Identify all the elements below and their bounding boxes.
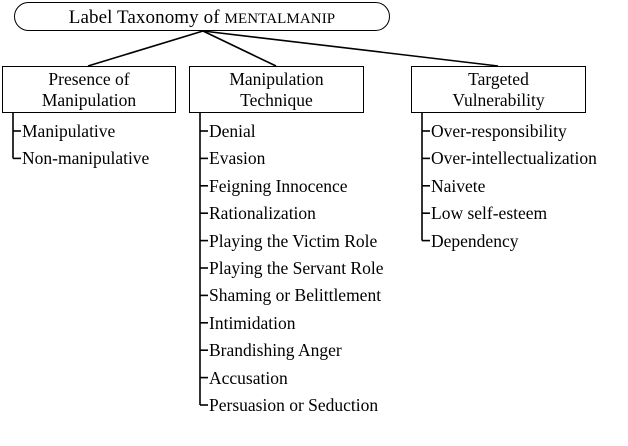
edge-root-to-col-2 [202,30,499,67]
leaf-label: Rationalization [209,203,316,224]
root-node: Label Taxonomy of MentalManip [14,2,390,31]
leaf-label: Intimidation [209,312,296,333]
category-title-line-1: Presence of [48,68,130,89]
category-title-line-2: Vulnerability [452,89,545,110]
leaf-label: Low self-esteem [431,203,548,224]
root-fanout-lines [87,30,499,67]
leaf-label: Playing the Servant Role [209,258,384,278]
category-box-presence-of-manipulation: Presence of Manipulation [2,66,176,113]
category-title-line-2: Manipulation [41,89,137,110]
leaf-label: Over-intellectualization [431,148,597,169]
leaf-label: Persuasion or Seduction [209,395,379,415]
category-title-line-1: Targeted [468,68,529,89]
leaf-label: Brandishing Anger [209,340,342,361]
category-box-targeted-vulnerability: Targeted Vulnerability [411,66,586,113]
root-title-prefix: Label Taxonomy of [68,7,225,28]
leaf-label: Manipulative [22,121,116,141]
category-title-line-2: Technique [240,89,313,110]
leaf-label: Feigning Innocence [209,175,348,196]
edge-root-to-col-0 [87,30,204,67]
category-title-line-1: Manipulation [229,68,324,89]
leaf-label: Non-manipulative [22,148,150,169]
root-title: Label Taxonomy of MentalManip [68,4,336,28]
leaf-label: Denial [209,121,256,141]
leaf-label: Evasion [209,148,266,169]
leaf-label: Accusation [209,367,288,388]
leaf-label: Shaming or Belittlement [209,285,382,306]
leaf-label: Naivete [431,175,486,196]
leaf-label: Dependency [431,230,519,251]
leaf-label: Over-responsibility [431,121,567,141]
root-dataset-name: MentalManip [224,4,336,28]
leaf-label: Playing the Victim Role [209,230,378,251]
category-box-manipulation-technique: Manipulation Technique [189,66,364,113]
edge-root-to-col-1 [202,30,277,67]
